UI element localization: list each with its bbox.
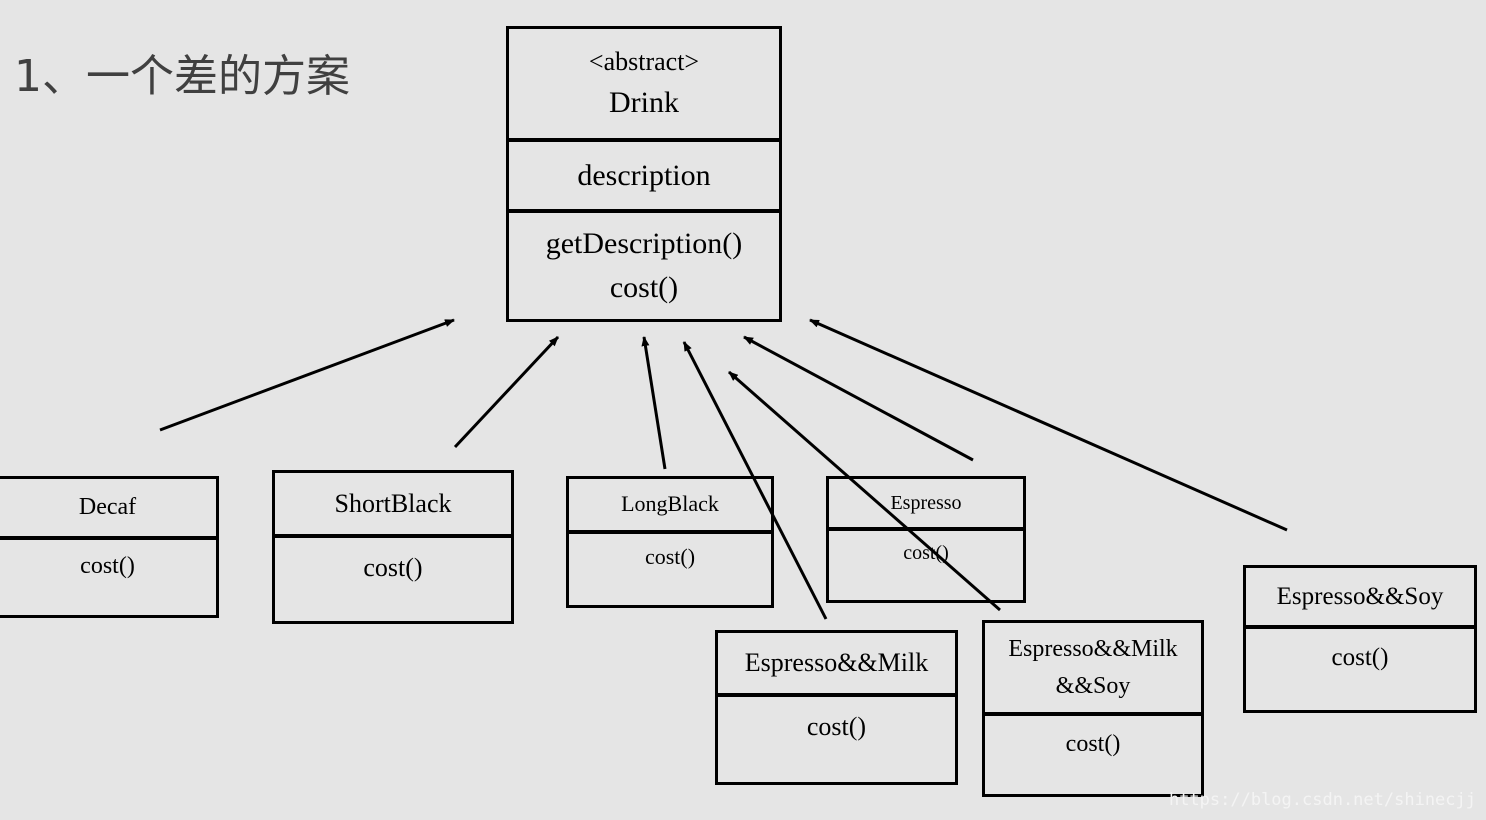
espresso-soy-method-cost: cost() [1331,644,1389,671]
espresso-soy-class-box: Espresso&&Soy cost() [1243,565,1477,713]
espresso-header: Espresso [829,479,1023,531]
shortblack-name: ShortBlack [334,488,452,518]
drink-method-getdescription: getDescription() [545,227,743,260]
espresso-name: Espresso [890,492,962,514]
shortblack-header: ShortBlack [275,473,511,538]
espresso-milk-soy-name-line1: Espresso&&Milk [1008,635,1178,662]
longblack-methods: cost() [569,534,771,605]
espresso-milk-soy-class-box: Espresso&&Milk &&Soy cost() [982,620,1204,797]
drink-methods: getDescription() cost() [509,213,779,319]
shortblack-class-box: ShortBlack cost() [272,470,514,624]
shortblack-method-cost: cost() [363,553,423,582]
drink-attribute-description: description [577,158,711,192]
drink-header: <abstract> Drink [509,29,779,142]
espresso-methods: cost() [829,531,1023,600]
decaf-name: Decaf [78,494,137,521]
espresso-method-cost: cost() [903,542,949,564]
espresso-milk-class-box: Espresso&&Milk cost() [715,630,958,785]
espresso-milk-soy-name-line2: &&Soy [1055,672,1131,699]
espresso-milk-methods: cost() [718,697,955,782]
espresso-milk-header: Espresso&&Milk [718,633,955,697]
espresso-milk-soy-method-cost: cost() [1065,731,1121,757]
longblack-name: LongBlack [621,491,719,517]
arrow-espresso-soy-to-drink [809,318,1288,532]
watermark-url: https://blog.csdn.net/shinecjj [1168,790,1476,810]
longblack-method-cost: cost() [644,544,696,569]
decaf-class-box: Decaf cost() [0,476,219,618]
espresso-soy-header: Espresso&&Soy [1246,568,1474,629]
longblack-class-box: LongBlack cost() [566,476,774,608]
decaf-header: Decaf [0,479,216,540]
arrow-shortblack-to-drink [453,335,560,449]
decaf-method-cost: cost() [80,553,135,579]
shortblack-methods: cost() [275,538,511,621]
drink-method-cost: cost() [609,271,679,304]
espresso-class-box: Espresso cost() [826,476,1026,603]
drink-class-box: <abstract> Drink description getDescript… [506,26,782,322]
espresso-soy-methods: cost() [1246,629,1474,710]
slide-title: 1、一个差的方案 [14,51,350,102]
drink-name: Drink [609,86,679,120]
espresso-milk-method-cost: cost() [806,712,867,741]
espresso-milk-soy-header: Espresso&&Milk &&Soy [985,623,1201,716]
espresso-soy-name: Espresso&&Soy [1276,582,1444,610]
longblack-header: LongBlack [569,479,771,534]
drink-attributes: description [509,142,779,213]
drink-stereotype: <abstract> [588,46,700,76]
espresso-milk-name: Espresso&&Milk [744,648,929,678]
arrow-espresso-milk-soy-to-drink [728,370,1001,612]
decaf-methods: cost() [0,540,216,615]
arrow-espresso-to-drink [743,335,974,462]
arrow-longblack-to-drink [641,336,667,470]
arrow-decaf-to-drink [159,318,455,432]
arrow-espresso-milk-to-drink [682,341,828,620]
espresso-milk-soy-methods: cost() [985,716,1201,794]
